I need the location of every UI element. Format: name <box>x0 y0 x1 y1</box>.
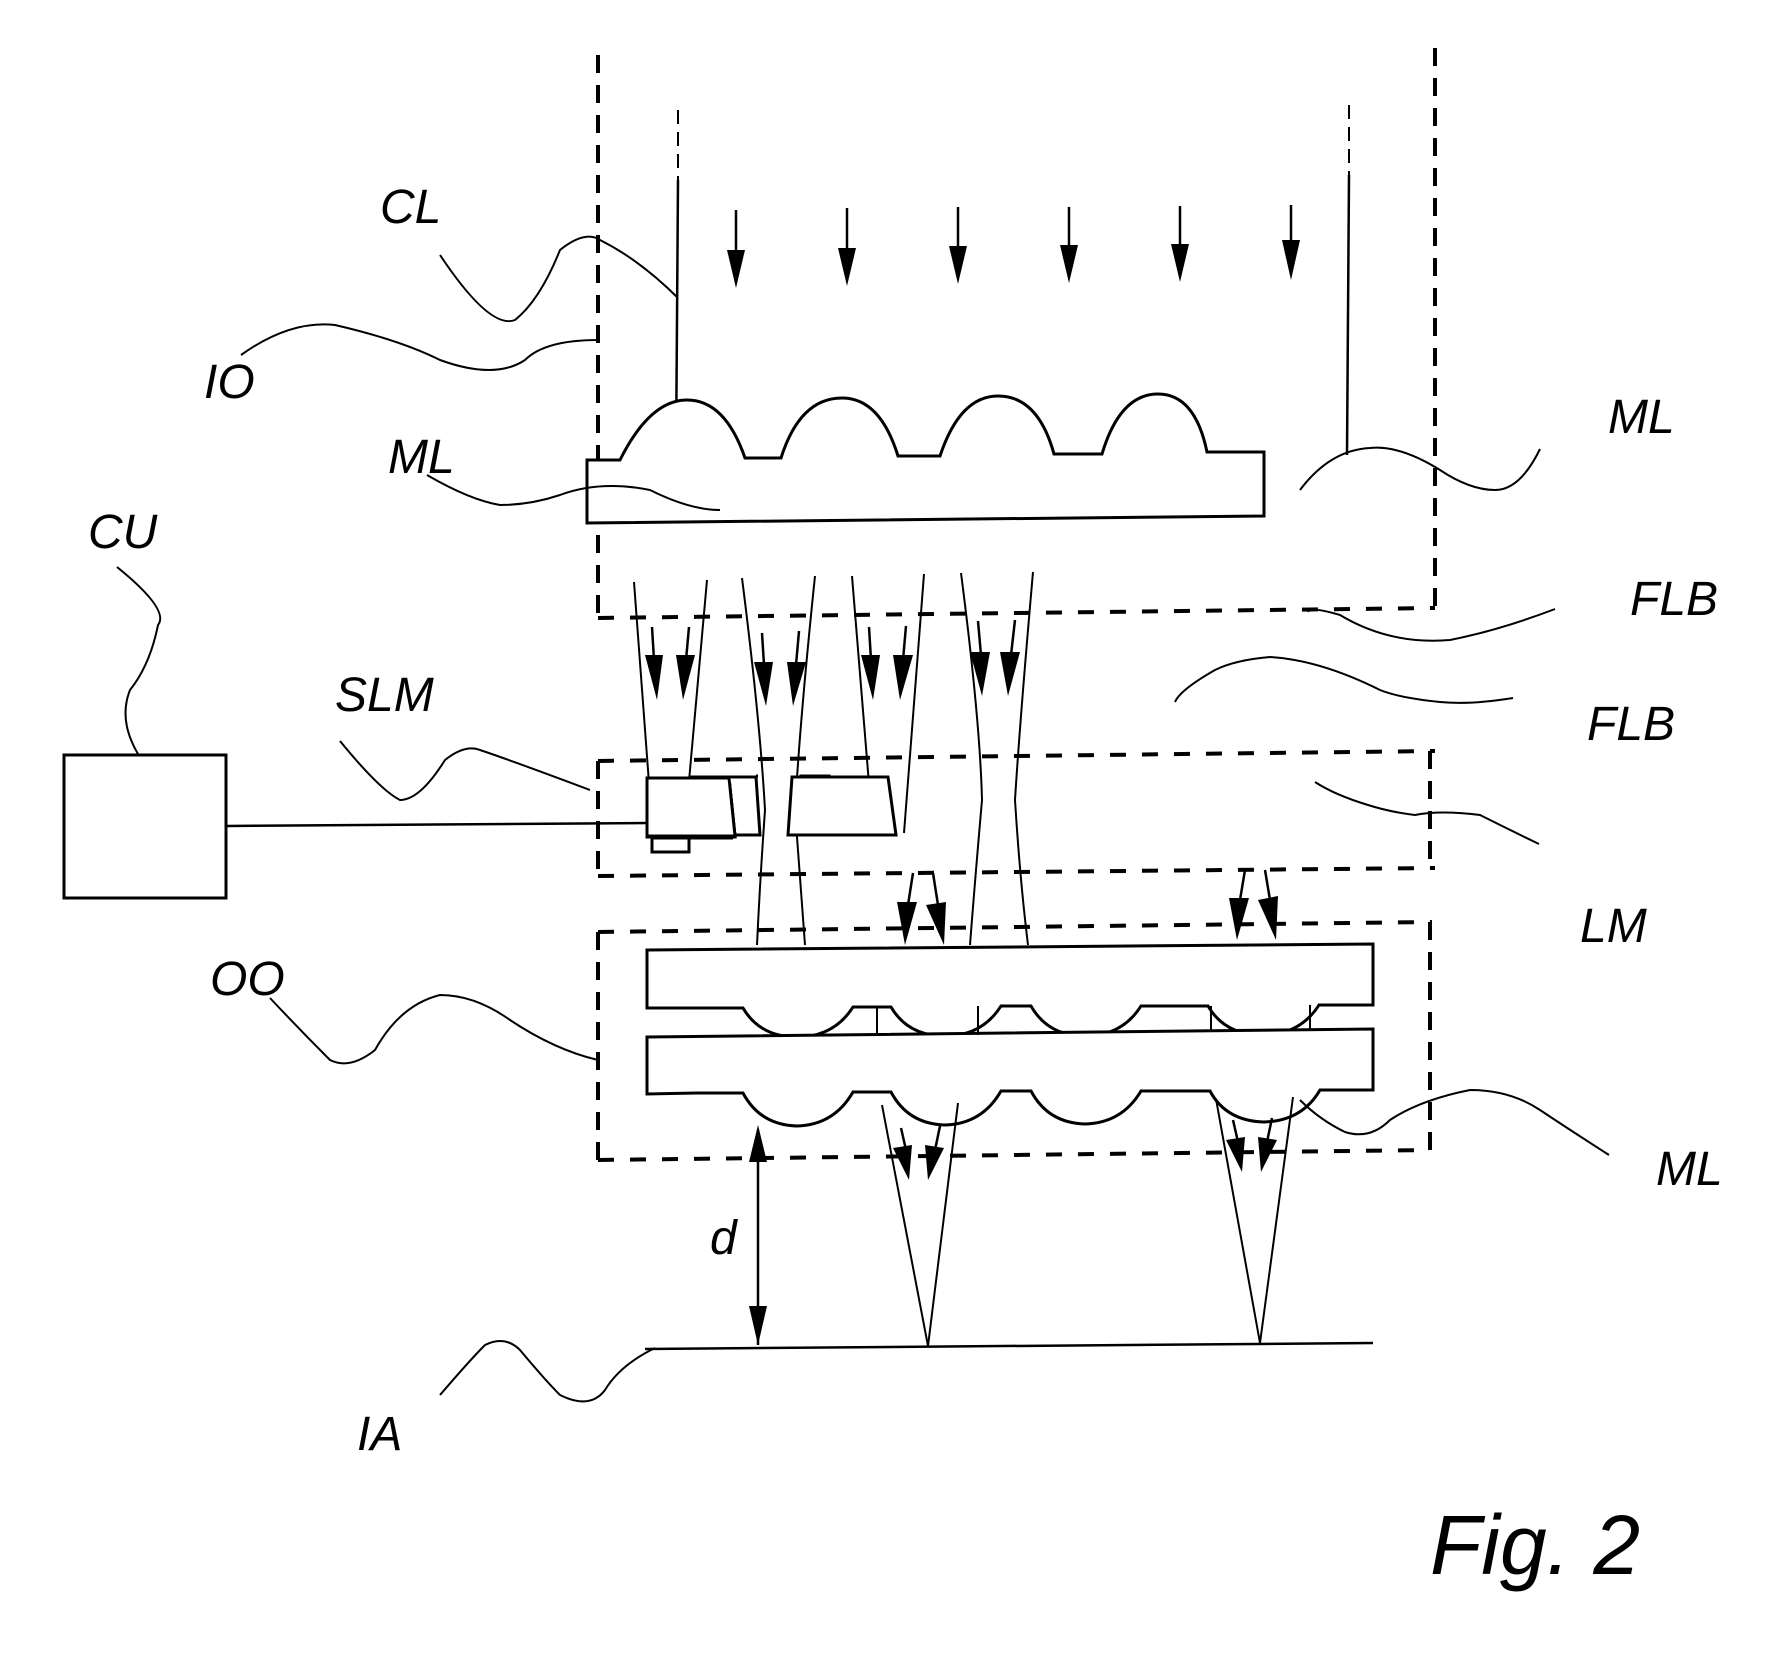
label-ml-bottom: ML <box>1656 1143 1723 1196</box>
arrow-down-icon <box>838 208 856 286</box>
image-area-plane <box>645 1343 1373 1349</box>
arrow-down-icon <box>893 626 913 700</box>
arrow-down-icon <box>1171 206 1189 282</box>
label-ml-top-left: ML <box>388 431 455 484</box>
label-d: d <box>710 1212 738 1265</box>
arrow-down-icon <box>1258 870 1278 940</box>
leader-ml-right <box>1300 448 1540 490</box>
light-modulator-elements <box>652 838 689 852</box>
leader-oo <box>270 995 598 1063</box>
leader-slm <box>340 741 590 800</box>
leader-flb-lower <box>1175 657 1513 703</box>
label-ml-top-right: ML <box>1608 391 1675 444</box>
leader-io <box>241 324 598 370</box>
leader-flb-upper <box>1308 609 1555 641</box>
label-io: IO <box>204 356 255 409</box>
arrow-down-icon <box>676 627 695 700</box>
label-lm: LM <box>1580 900 1647 953</box>
output-beam-cones <box>882 1097 1293 1346</box>
label-ia: IA <box>357 1408 402 1461</box>
label-cu: CU <box>88 506 158 559</box>
transmitted-beams <box>897 870 1278 945</box>
arrow-down-icon <box>749 1306 767 1345</box>
arrow-down-icon <box>1229 870 1249 940</box>
label-oo: OO <box>210 953 285 1006</box>
arrow-down-icon <box>897 873 917 945</box>
leader-ia <box>440 1341 655 1401</box>
arrow-down-icon <box>645 627 663 700</box>
arrow-down-icon <box>754 633 773 706</box>
arrow-up-icon <box>749 1125 767 1162</box>
input-optics-boundary <box>598 48 1435 618</box>
arrow-down-icon <box>1258 1118 1277 1172</box>
focused-beam-arrows <box>645 620 1020 706</box>
arrow-down-icon <box>861 627 880 700</box>
leader-ml-bottom <box>1300 1090 1609 1155</box>
control-unit-box <box>64 755 226 898</box>
leader-cl <box>440 237 678 322</box>
arrow-down-icon <box>1226 1120 1245 1172</box>
microlens-array-top <box>587 394 1264 523</box>
label-flb-upper: FLB <box>1630 573 1718 626</box>
label-slm: SLM <box>335 669 434 722</box>
arrow-down-icon <box>727 210 745 288</box>
control-unit <box>64 755 647 898</box>
figure-caption: Fig. 2 <box>1430 1498 1640 1592</box>
arrow-down-icon <box>893 1128 912 1180</box>
label-flb-lower: FLB <box>1587 698 1675 751</box>
arrow-down-icon <box>1282 205 1300 280</box>
leader-lm <box>1315 782 1539 844</box>
leader-cu <box>117 567 160 754</box>
arrow-down-icon <box>1060 207 1078 283</box>
arrow-down-icon <box>949 207 967 284</box>
label-cl: CL <box>380 181 441 234</box>
slm-blocks-final <box>647 778 735 836</box>
arrow-down-icon <box>1000 620 1020 696</box>
output-optics <box>647 944 1373 1126</box>
collimated-light-arrows <box>727 205 1300 288</box>
arrow-down-icon <box>926 873 946 945</box>
control-line <box>226 823 647 826</box>
distance-d-indicator <box>749 1125 767 1345</box>
labels: CL IO ML ML CU FLB SLM FLB LM OO ML d IA… <box>88 181 1723 1592</box>
arrow-down-icon <box>925 1126 944 1180</box>
